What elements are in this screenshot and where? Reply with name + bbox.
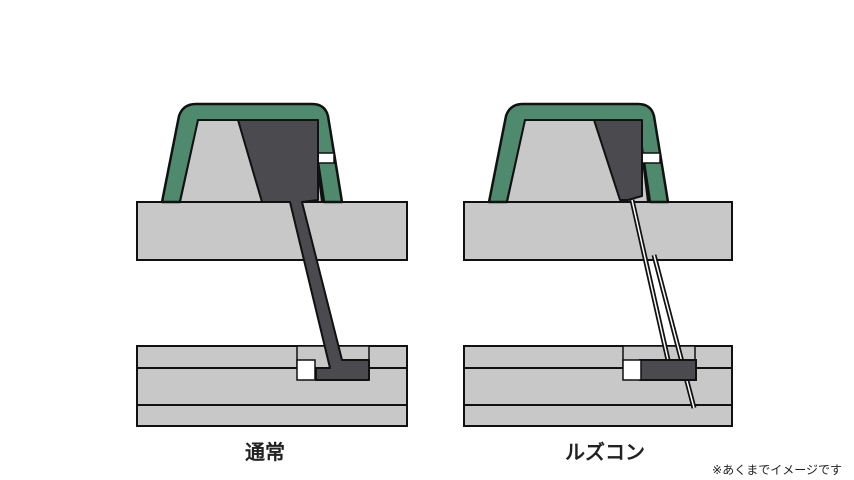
normal-upper-plate	[136, 201, 408, 261]
luzcon-rod-1-inner	[631, 199, 669, 361]
luzcon-slot-block	[639, 359, 697, 381]
normal-lifter	[237, 119, 370, 381]
caption-luzcon: ルズコン	[565, 440, 645, 464]
caption-normal: 通常	[245, 440, 285, 464]
normal-mold-illustration	[136, 102, 408, 427]
normal-slot-gap	[296, 359, 316, 381]
luzcon-keycap-shell	[487, 102, 670, 204]
luzcon-lifter-head	[593, 119, 643, 201]
luzcon-mold-illustration	[463, 102, 733, 427]
luzcon-slot-gap	[622, 359, 642, 381]
luzcon-rod-2-inner	[653, 254, 695, 409]
image-disclaimer-note: ※あくまでイメージです	[712, 463, 842, 477]
luzcon-upper-plate	[463, 201, 733, 261]
normal-keycap-shell	[160, 102, 344, 204]
